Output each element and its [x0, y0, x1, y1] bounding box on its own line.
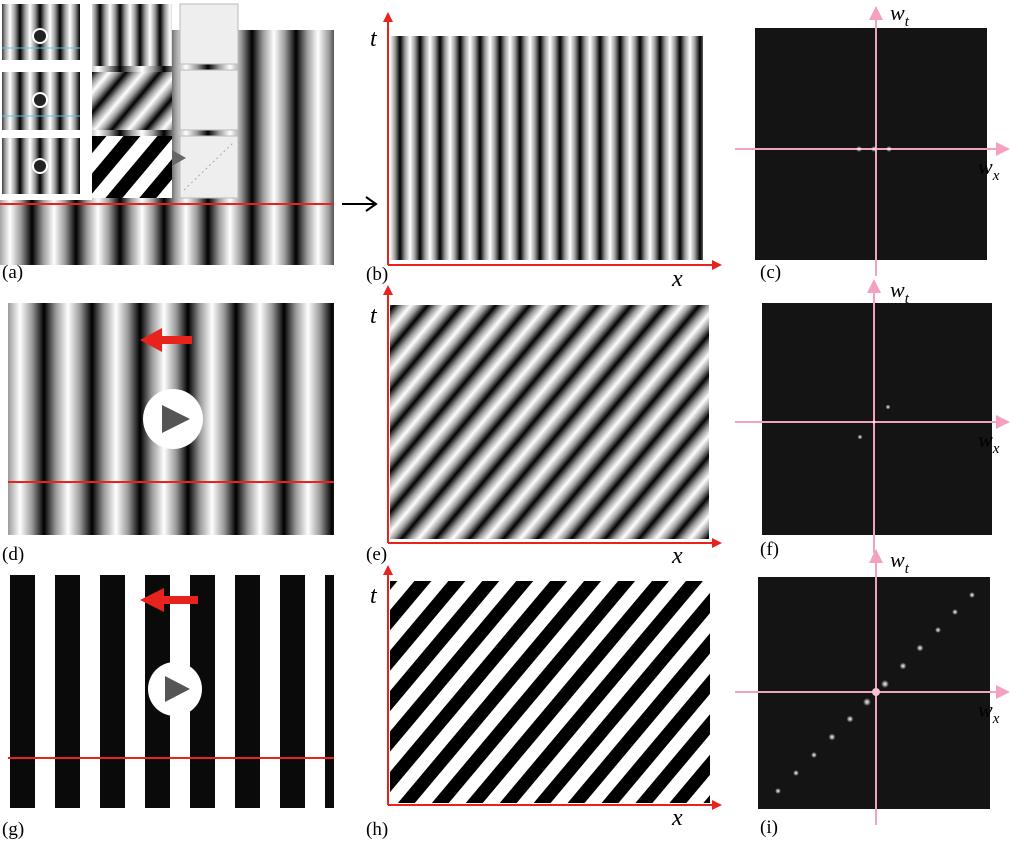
left-arrow-icon	[140, 328, 192, 352]
t-axis-label: t	[370, 583, 377, 609]
panel-d-image	[8, 303, 334, 535]
panel-e-plot	[383, 285, 722, 548]
left-arrow-icon	[140, 588, 198, 612]
panel-g: (g)	[0, 570, 340, 843]
wt-axis-label: wt	[890, 547, 909, 577]
panel-c: wt wx (c)	[730, 0, 1024, 290]
spectrum-diagonal-dots	[775, 592, 975, 794]
wt-axis-label: wt	[890, 0, 909, 30]
panel-i-spectrum	[735, 549, 1010, 825]
panel-i-label: (i)	[760, 817, 778, 838]
wx-axis-label: wx	[978, 154, 1000, 184]
panel-b-label: (b)	[366, 264, 389, 285]
t-axis-label: t	[370, 26, 377, 52]
panel-d-label: (d)	[2, 544, 25, 565]
panel-f: wt wx (f)	[730, 275, 1024, 565]
panel-b-plot	[383, 12, 722, 270]
x-axis-label: x	[672, 266, 683, 292]
panel-c-spectrum	[735, 6, 1010, 276]
panel-e-label: (e)	[366, 544, 388, 565]
panel-d: (d)	[0, 295, 340, 565]
panel-a: (a)	[0, 0, 340, 283]
panel-f-spectrum	[735, 279, 1010, 553]
panel-f-label: (f)	[760, 539, 779, 560]
play-icon[interactable]	[148, 662, 202, 716]
play-icon[interactable]	[143, 389, 203, 449]
x-axis-label: x	[672, 805, 683, 831]
panel-h-label: (h)	[366, 819, 389, 840]
panel-h: t x (h)	[360, 565, 730, 843]
panel-g-label: (g)	[2, 819, 25, 840]
panel-a-image	[0, 0, 334, 265]
panel-a-label: (a)	[2, 262, 24, 283]
wx-axis-label: wx	[978, 697, 1000, 727]
wx-axis-label: wx	[978, 427, 1000, 457]
panel-c-label: (c)	[760, 262, 782, 283]
panel-e: t x (e)	[360, 285, 730, 575]
x-axis-label: x	[672, 543, 683, 569]
panel-g-image	[8, 575, 334, 808]
panel-i: wt wx (i)	[730, 545, 1024, 843]
panel-h-plot	[383, 565, 722, 810]
right-arrow-icon	[342, 196, 378, 212]
t-axis-label: t	[370, 303, 377, 329]
thumbnail-strip	[0, 0, 239, 200]
wt-axis-label: wt	[890, 277, 909, 307]
panel-b: t x (b)	[360, 0, 730, 292]
